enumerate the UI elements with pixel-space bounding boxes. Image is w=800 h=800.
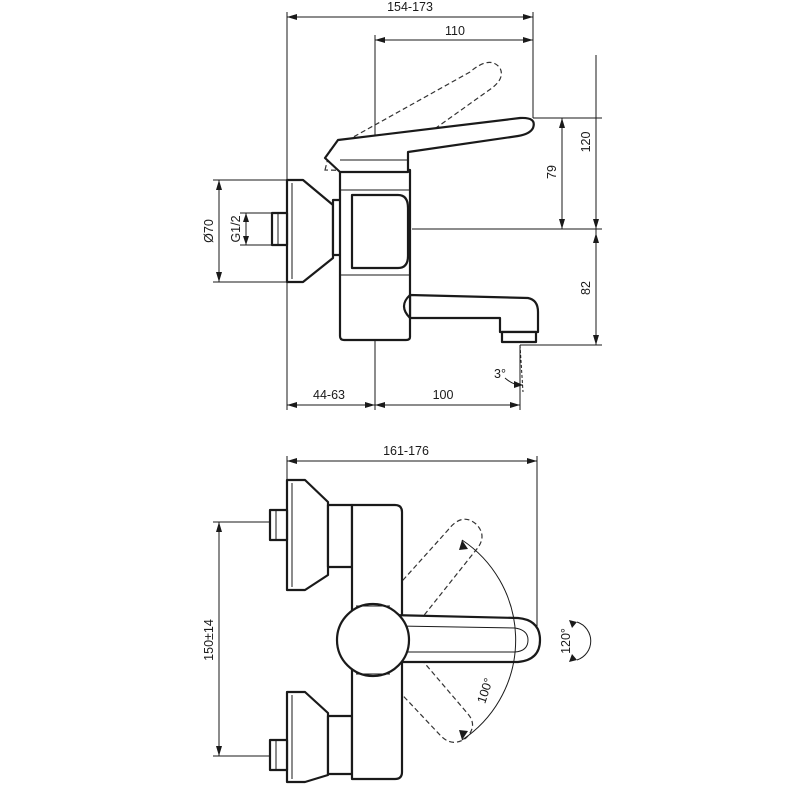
lever-handle (323, 116, 535, 174)
dimension-wall-offset: 44-63 (287, 388, 375, 408)
dimension-label-spout-reach: 100 (433, 388, 454, 402)
dimension-spout-angle: 3° (494, 344, 524, 393)
dimension-label-spout-height: 82 (579, 281, 593, 295)
dimension-label-connection-centres: 150±14 (202, 619, 216, 661)
dimension-overall-depth: 154-173 (287, 0, 533, 20)
dimension-label-lever-height: 79 (545, 165, 559, 179)
lever-open-position-outline (324, 61, 502, 173)
mixer-body (338, 168, 412, 342)
dimension-label-spout-rotation: 120° (559, 628, 573, 654)
dimension-rosette-diameter: Ø70 (202, 180, 222, 282)
dimension-spout-rotation: 120° (559, 620, 592, 662)
dimension-lever-height-total: 120 (579, 55, 599, 229)
spout (402, 293, 540, 344)
upper-wall-rosette (268, 478, 330, 592)
dimension-label-spout-angle: 3° (494, 367, 506, 381)
inlet-connector (270, 211, 289, 247)
dimension-label-rosette-diameter: Ø70 (202, 219, 216, 243)
wall-rosette (285, 178, 335, 284)
dimension-label-overall-depth-top: 161-176 (383, 444, 429, 458)
dimension-connection-centres: 150±14 (202, 522, 222, 756)
dimension-spout-height: 82 (579, 229, 599, 345)
lever-handle-top (335, 602, 542, 678)
dimension-label-overall-depth: 154-173 (387, 0, 433, 14)
dimension-thread: G1/2 (229, 213, 249, 245)
dimension-label-lever-rotation: 100° (475, 676, 496, 705)
side-view: 154-173 110 120 79 82 (202, 0, 602, 410)
lower-wall-rosette (268, 690, 330, 784)
dimension-spout-reach: 100 (375, 388, 520, 408)
dimension-label-lever-reach: 110 (445, 24, 465, 38)
top-view: 161-176 150±14 100° 120° (202, 444, 592, 784)
dimension-lever-reach: 110 (375, 24, 533, 43)
dimension-overall-depth-top: 161-176 (287, 444, 537, 464)
lever-rotation-outlines (358, 518, 483, 743)
dimension-label-thread: G1/2 (229, 215, 243, 242)
dimension-label-lever-height-total: 120 (579, 132, 593, 153)
dimension-lever-height: 79 (545, 118, 565, 229)
dimension-label-wall-offset: 44-63 (313, 388, 345, 402)
